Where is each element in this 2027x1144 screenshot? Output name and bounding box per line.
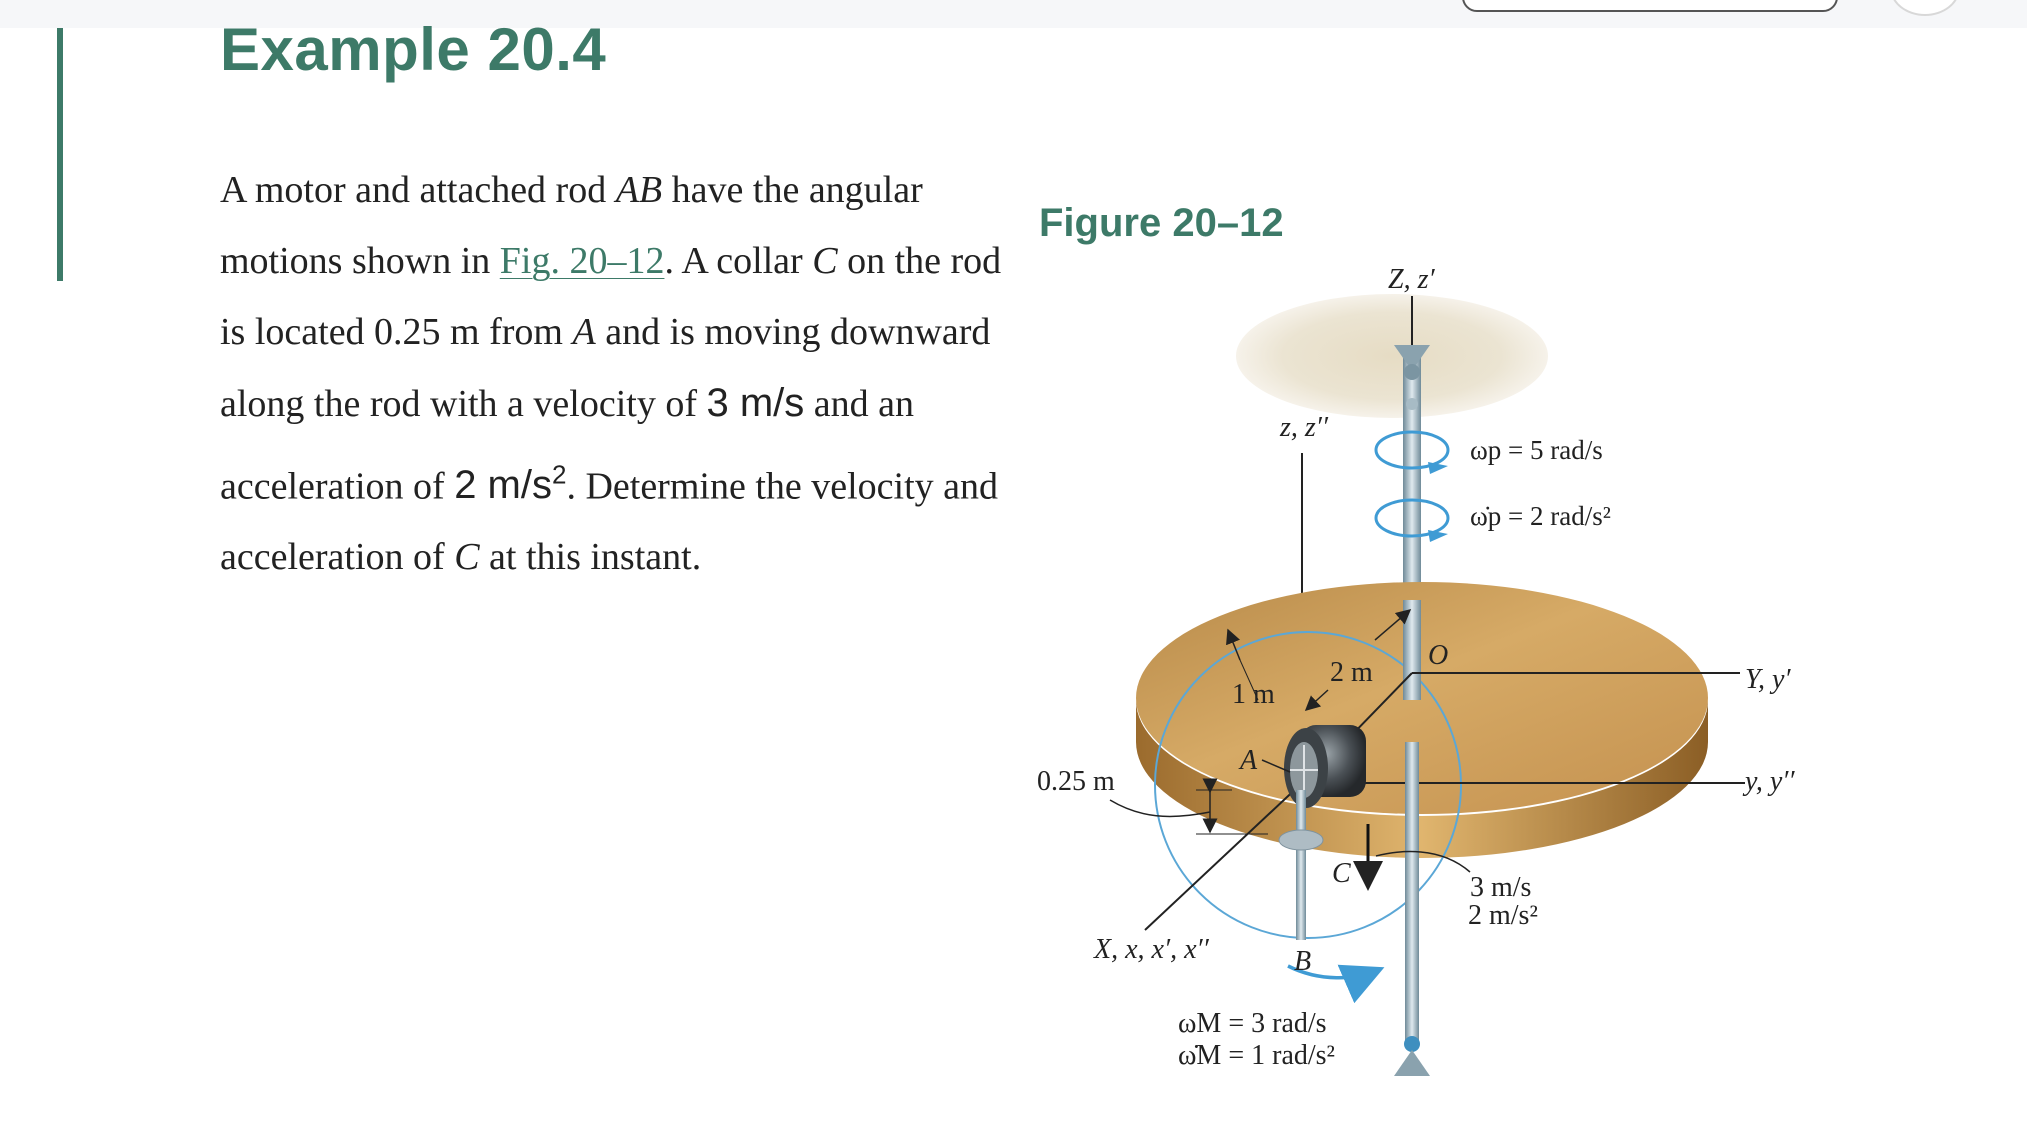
label-omega-m: ωM = 3 rad/s [1178, 1008, 1327, 1039]
vertical-shaft-mid [1403, 600, 1421, 700]
problem-statement: A motor and attached rod AB have the ang… [220, 155, 1010, 593]
rod-ab [1296, 790, 1306, 940]
acceleration-exponent: 2 [551, 460, 567, 490]
collar-c [1278, 829, 1324, 851]
dim-arrow-2m [1374, 609, 1412, 641]
x-axis-line [1144, 782, 1303, 931]
dim-line-1m [1239, 659, 1259, 701]
omega-p-dot-arrowhead [1428, 530, 1448, 542]
label-origin-o: O [1428, 640, 1448, 671]
problem-text: . Determine the velocity and acceleratio… [220, 465, 999, 579]
disk-edge [1136, 700, 1708, 858]
label-2m: 2 m [1330, 657, 1373, 688]
dim-arrow-1m [1226, 628, 1241, 661]
acceleration-value: 2 m/s [454, 463, 552, 508]
omega-p-dot-rotation-ring [1374, 498, 1450, 538]
omega-m-rotation-arrow [1287, 964, 1385, 1004]
label-y-axis: Y, y′ [1745, 664, 1791, 695]
label-point-a: A [1238, 745, 1258, 776]
collar-name: C [812, 240, 838, 282]
shaft-bottom-cone [1394, 1050, 1430, 1076]
label-acceleration-c: 2 m/s² [1468, 900, 1538, 931]
vertical-shaft-lower [1405, 742, 1419, 1042]
label-1m: 1 m [1232, 679, 1275, 710]
problem-text: and is moving downward along the rod wit… [220, 311, 991, 425]
rod-path-circle [1154, 631, 1462, 939]
collar-name: C [454, 536, 480, 579]
omega-p-arrowhead [1428, 462, 1448, 474]
label-omega-p-dot: ω̇p = 2 rad/s² [1470, 501, 1611, 531]
point-a-leader [1261, 759, 1291, 773]
omega-p-rotation-ring [1374, 430, 1450, 470]
rod-name: AB [615, 169, 663, 211]
label-025m: 0.25 m [1037, 766, 1115, 797]
label-omega-p: ωp = 5 rad/s [1470, 435, 1603, 465]
figure-link[interactable]: Fig. 20–12 [499, 240, 665, 282]
dim-025-leader [1109, 799, 1211, 818]
disk-top [1136, 582, 1708, 814]
shaft-top-cone [1394, 345, 1430, 365]
problem-text: at this instant. [479, 536, 702, 579]
point-a-name: A [572, 311, 596, 353]
label-point-c: C [1332, 858, 1351, 889]
label-y-double-prime: y, y′′ [1742, 766, 1795, 797]
shaft-bottom-ball [1404, 1036, 1420, 1052]
label-velocity-c: 3 m/s [1470, 872, 1531, 903]
shaft-top-ball [1404, 364, 1420, 380]
label-z-axis: Z, z′ [1388, 264, 1435, 295]
problem-text: . A collar [664, 240, 813, 282]
problem-text: and an acceleration of [220, 383, 915, 508]
problem-text: A motor and attached rod [220, 169, 616, 211]
acceleration-quantity: 2 m/s2 [454, 460, 567, 508]
velocity-quantity: 3 m/s [706, 381, 805, 425]
section-accent-bar [57, 28, 63, 281]
top-bar [0, 0, 2027, 28]
shaft-top-knob [1406, 398, 1418, 410]
example-title: Example 20.4 [220, 16, 607, 83]
dim-arrow-2m-lower [1304, 689, 1329, 712]
problem-text: have the angular motions shown in [220, 169, 923, 282]
label-x-axis: X, x, x′, x′′ [1093, 934, 1210, 965]
label-z-double-prime: z, z′′ [1279, 412, 1329, 443]
problem-text: on the rod is located 0.25 m from [220, 240, 1002, 353]
figure-title: Figure 20–12 [1039, 201, 1284, 245]
ceiling-support [1236, 294, 1548, 418]
label-point-b: B [1294, 946, 1311, 977]
collar-leader-line [1375, 850, 1471, 873]
label-omega-m-dot: ω̇M = 1 rad/s² [1178, 1040, 1335, 1071]
